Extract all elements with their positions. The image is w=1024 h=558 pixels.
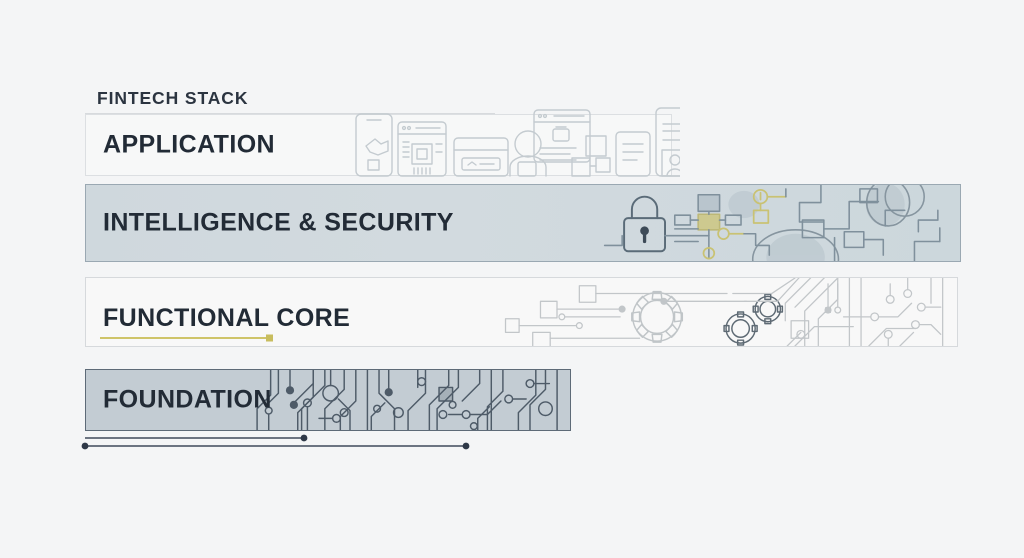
padlock-icon bbox=[623, 195, 666, 253]
layer-application-label: APPLICATION bbox=[103, 130, 275, 159]
circuit-board-icon bbox=[732, 278, 944, 346]
layer-intelligence-security[interactable]: INTELLIGENCE & SECURITY bbox=[85, 184, 961, 262]
person-icon bbox=[509, 130, 547, 177]
layer-foundation-label: FOUNDATION bbox=[103, 385, 272, 414]
id-document-icon bbox=[655, 107, 721, 177]
gear-large-icon bbox=[631, 290, 684, 343]
layer-foundation[interactable]: FOUNDATION bbox=[85, 369, 571, 431]
page-title: FINTECH STACK bbox=[97, 88, 249, 108]
functional-core-accent-rule bbox=[100, 330, 275, 342]
browser-flowchart-icon bbox=[533, 109, 611, 177]
layer-intelligence-security-label: INTELLIGENCE & SECURITY bbox=[103, 208, 454, 237]
foundation-artwork bbox=[250, 370, 570, 430]
gear-medium-icon bbox=[723, 311, 758, 346]
circuit-board-icon bbox=[256, 370, 558, 430]
hairline-divider bbox=[85, 113, 495, 114]
intelligence-artwork bbox=[600, 185, 960, 261]
document-icon bbox=[615, 131, 651, 177]
browser-chip-icon bbox=[397, 121, 447, 177]
circuit-trace-icon bbox=[504, 285, 748, 346]
application-icon-cluster bbox=[350, 100, 721, 180]
circuit-trace-icon bbox=[603, 185, 941, 261]
mobile-phone-icon bbox=[355, 113, 393, 177]
gear-small-icon bbox=[752, 293, 784, 325]
functional-core-artwork bbox=[497, 278, 957, 346]
bottom-accent-rules bbox=[80, 432, 480, 454]
layer-functional-core-label: FUNCTIONAL CORE bbox=[103, 304, 351, 332]
status-dot-icon bbox=[702, 188, 787, 260]
network-node-icon bbox=[664, 193, 742, 258]
card-window-icon bbox=[453, 137, 509, 177]
